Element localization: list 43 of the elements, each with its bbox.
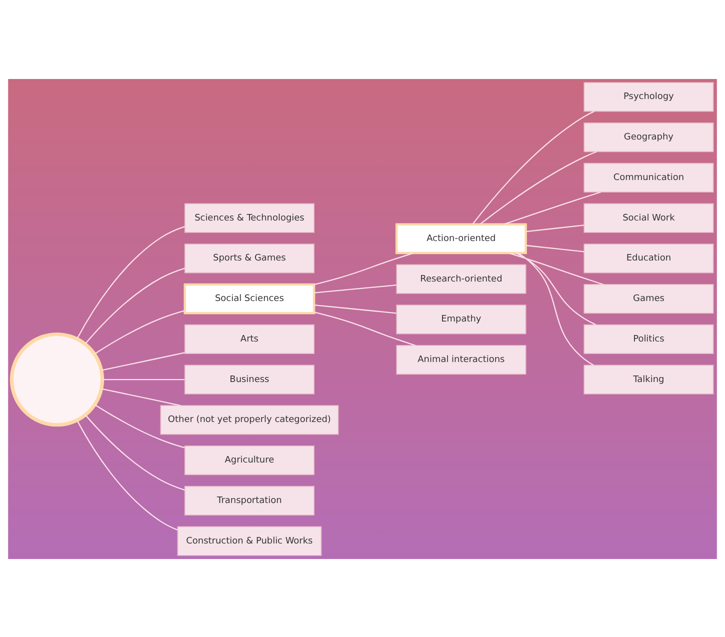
connector <box>314 284 396 293</box>
connector <box>526 244 584 252</box>
connector <box>472 110 594 224</box>
node-box: Other (not yet properly categorized) <box>160 404 339 434</box>
connector <box>314 304 396 314</box>
node-box: Construction & Public Works <box>177 526 322 556</box>
node-box: Social Sciences <box>184 282 316 314</box>
connector <box>102 378 184 380</box>
node-box: Arts <box>184 324 314 354</box>
connector <box>314 252 414 285</box>
node-box: Social Work <box>584 202 714 232</box>
node-box: Research-oriented <box>396 264 526 294</box>
node-box: Geography <box>584 122 714 152</box>
connector <box>94 310 185 354</box>
node-box: Education <box>584 243 714 273</box>
node-box: Sports & Games <box>184 243 314 273</box>
connector <box>518 252 594 366</box>
connector <box>76 226 185 338</box>
node-box: Sciences & Technologies <box>184 202 314 232</box>
connector <box>85 414 185 490</box>
node-box: Transportation <box>184 485 314 515</box>
connector <box>504 191 601 224</box>
connector <box>101 388 181 406</box>
connector <box>526 224 584 232</box>
node-box: Psychology <box>584 82 714 112</box>
connector <box>76 420 178 530</box>
node-circle <box>10 332 104 426</box>
node-box: Action-oriented <box>395 222 527 254</box>
node-box: Agriculture <box>184 445 314 475</box>
node-box: Politics <box>584 324 714 354</box>
node-box: Empathy <box>396 304 526 334</box>
node-box: Talking <box>584 364 714 394</box>
node-box: Games <box>584 284 714 314</box>
connector <box>508 252 604 285</box>
connector <box>94 404 185 448</box>
node-box: Animal interactions <box>396 344 526 374</box>
connector <box>516 252 596 325</box>
connector <box>314 311 416 346</box>
connector <box>84 267 185 344</box>
connector <box>101 352 185 370</box>
connector <box>480 150 597 224</box>
node-box: Business <box>184 364 314 394</box>
node-box: Communication <box>584 162 714 192</box>
